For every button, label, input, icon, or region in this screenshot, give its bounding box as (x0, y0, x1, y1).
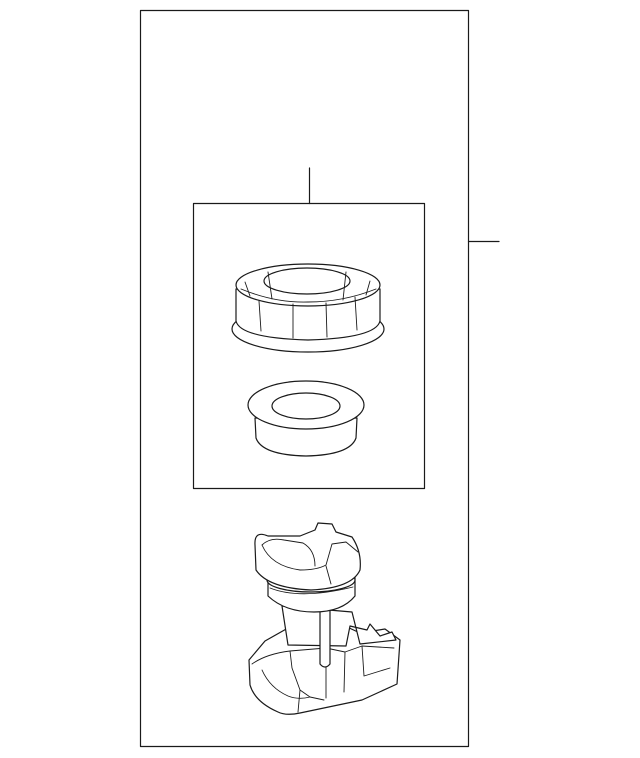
grommet (247, 380, 365, 457)
valve-cap (231, 263, 385, 353)
assembly-frame (139, 9, 470, 748)
tpms-sensor-valve (248, 522, 401, 715)
